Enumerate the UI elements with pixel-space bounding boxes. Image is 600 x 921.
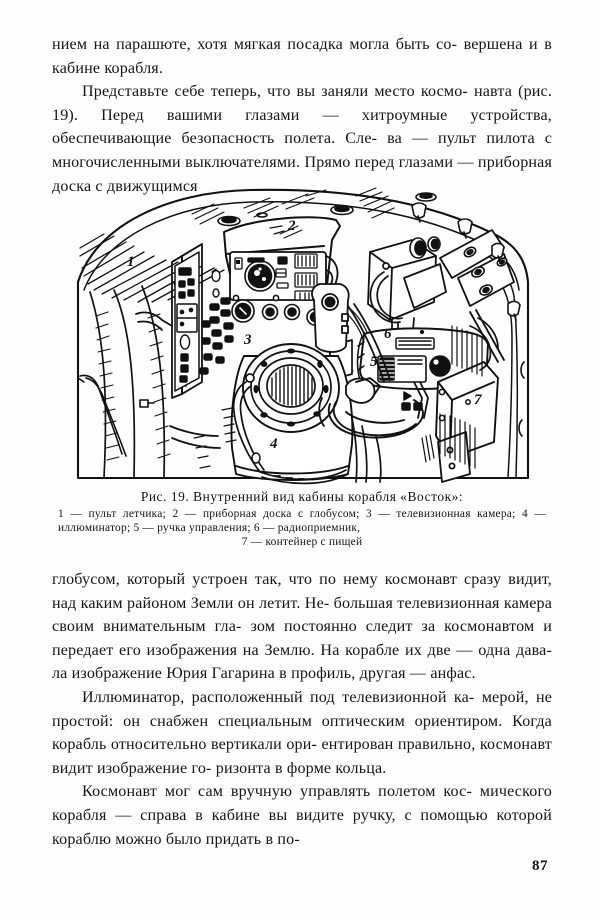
text-line: вершена и в кабине корабля. — [52, 36, 552, 77]
hull-rivets — [411, 202, 521, 321]
pilot-console-display — [176, 303, 198, 333]
pilot-console-lower-controls — [179, 334, 191, 383]
toggle-switch-bank — [199, 268, 234, 375]
figure-vostok-cabin: 1 2 3 4 5 6 7 — [74, 186, 530, 486]
text-line: зом постоянно следит за космонавтом и пе… — [52, 618, 552, 659]
radio-lower-switches — [401, 391, 423, 411]
lower-cable-loop — [259, 469, 349, 485]
radio-main-knob — [429, 355, 451, 377]
text-line: ла изображение Юрия Гагарина в профиль, … — [52, 665, 427, 683]
hull-right-hatching — [421, 325, 483, 469]
paragraph: Космонавт мог сам вручную управлять поле… — [52, 780, 552, 851]
control-handle-shaft — [347, 303, 391, 383]
callout-1: 1 — [127, 254, 135, 270]
text-line: мического корабля — справа в кабине вы в… — [52, 783, 552, 824]
paragraph: Представьте себе теперь, что вы заняли м… — [52, 80, 552, 198]
page-number: 87 — [532, 858, 548, 874]
text-line: анфас. — [430, 665, 476, 683]
control-handle-base — [318, 381, 429, 427]
paragraph-continuation: ниeм на парашюте, хотя мягкая посадка мо… — [52, 33, 552, 80]
floor-shading — [193, 435, 211, 469]
ceiling-fittings — [217, 192, 437, 227]
text-line: сразу видит, над каким районом Земли он … — [52, 571, 552, 612]
porthole-left-hatching — [221, 407, 237, 443]
left-lower-rod — [77, 374, 127, 457]
callout-2: 2 — [287, 218, 296, 234]
text-line: с помощью которой кораблю можно было при… — [52, 806, 552, 848]
caption-legend-line: 1 — пульт летчика; 2 — приборная доска с… — [58, 508, 471, 520]
porthole-glass — [266, 364, 316, 408]
seat-edge — [169, 425, 221, 449]
callout-2-leader — [269, 225, 285, 235]
text-line: Иллюминатор, расположенный под телевизио… — [82, 688, 475, 706]
callout-5: 5 — [370, 354, 378, 370]
porthole-bolt-lower — [251, 452, 261, 464]
text-line: ориентиром. Когда корабль относительно в… — [52, 712, 552, 754]
figure-caption: Рис. 19. Внутренний вид кабины корабля «… — [52, 488, 552, 549]
text-line: ва — пульт пилота с многочисленными выкл… — [52, 130, 552, 171]
radio-display-slot — [395, 329, 435, 350]
text-line: глобусом, который устроен так, что по не… — [52, 571, 457, 588]
body-text-bottom: глобусом, который устроен так, что по не… — [52, 568, 552, 851]
callout-7: 7 — [474, 392, 482, 408]
paragraph-continuation: глобусом, который устроен так, что по не… — [52, 568, 552, 686]
porthole-cable — [232, 373, 265, 473]
text-line: изображения на Землю. На корабле их две … — [146, 641, 552, 659]
callout-6: 6 — [384, 326, 392, 342]
center-bottom-folds — [351, 417, 382, 483]
text-line: навта (рис. 19). Перед вашими глазами — … — [52, 83, 552, 124]
porthole-glass-striping — [271, 366, 313, 406]
pilot-console-switch-row — [178, 267, 195, 299]
callout-4: 4 — [269, 436, 278, 452]
hull-pad-bulge — [469, 317, 499, 371]
camera-lens — [409, 236, 441, 259]
paragraph: Иллюминатор, расположенный под телевизио… — [52, 686, 552, 780]
text-line: Прямо перед глазами — приборная доска с … — [52, 153, 552, 195]
left-wall-hatching — [95, 311, 171, 461]
ceiling-hatching — [191, 187, 395, 239]
callout-3: 3 — [243, 332, 252, 348]
text-line: Космонавт мог сам вручную управлять поле… — [82, 783, 472, 801]
figure-callout-labels: 1 2 3 4 5 6 7 — [127, 218, 482, 452]
caption-legend-line: камера; 4 — иллюминатор; 5 — ручка управ… — [58, 508, 546, 535]
caption-legend: 1 — пульт летчика; 2 — приборная доска с… — [52, 507, 552, 549]
control-handle-knuckle — [345, 377, 381, 404]
text-line: устройства, обеспечивающие безопасность … — [52, 106, 552, 148]
text-line: ниeм на парашюте, хотя мягкая посадка мо… — [52, 36, 458, 53]
text-line: большая телевизионная камера своим внима… — [52, 594, 552, 636]
radio-tuning-block — [377, 355, 427, 383]
control-handle-loop — [327, 399, 424, 439]
text-line: ризонта в форме кольца. — [215, 759, 387, 777]
food-container — [435, 361, 499, 459]
text-line: ентирован правильно, космонавт видит изо… — [52, 736, 552, 777]
text-line: мерой, не простой: он снабжен специальны… — [52, 688, 553, 730]
left-small-knob — [139, 399, 155, 408]
globe-instrument — [244, 260, 276, 292]
caption-title: Рис. 19. Внутренний вид кабины корабля «… — [140, 489, 464, 504]
television-camera-body — [367, 239, 447, 321]
hull-arc-marks — [518, 361, 525, 437]
caption-legend-line: 7 — контейнер с пищей — [241, 536, 363, 549]
body-text-top: ниeм на парашюте, хотя мягкая посадка мо… — [52, 33, 552, 198]
panel-indicators — [234, 256, 289, 289]
control-handle-grip — [311, 283, 350, 353]
text-line: Представьте себе теперь, что вы заняли м… — [82, 83, 468, 101]
